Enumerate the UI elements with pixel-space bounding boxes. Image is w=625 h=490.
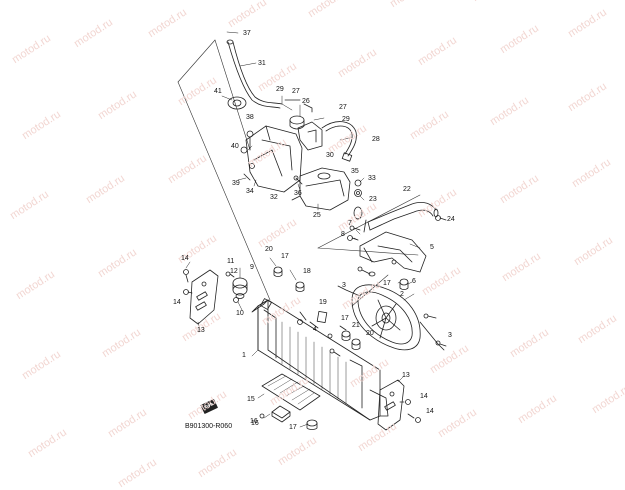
callout-label: 14 bbox=[173, 299, 181, 306]
callout-label: 1 bbox=[242, 352, 246, 359]
clips-10-11-12 bbox=[225, 271, 239, 303]
callout-label: 29 bbox=[276, 86, 284, 93]
bracket-30 bbox=[297, 121, 323, 151]
callout-label: 9 bbox=[250, 264, 254, 271]
radiator-side-cover-left-13 bbox=[189, 269, 219, 325]
callout-label: 20 bbox=[366, 330, 374, 337]
callout-label: 14 bbox=[420, 393, 428, 400]
lower-fasteners-16-17 bbox=[259, 405, 318, 430]
callout-label: 33 bbox=[368, 175, 376, 182]
callout-label: 13 bbox=[402, 372, 410, 379]
fan-shroud-bracket-5 bbox=[359, 231, 427, 273]
callout-label: 21 bbox=[352, 322, 360, 329]
callout-label: 16 bbox=[251, 420, 259, 427]
callout-label: 31 bbox=[258, 60, 266, 67]
radiator-cap-9 bbox=[232, 277, 248, 299]
callout-label: 10 bbox=[236, 310, 244, 317]
callout-label: 19 bbox=[319, 299, 327, 306]
callout-label: 39 bbox=[232, 180, 240, 187]
callout-label: 18 bbox=[303, 268, 311, 275]
grommet-41 bbox=[227, 96, 247, 110]
callout-label: 29 bbox=[342, 116, 350, 123]
cooling-fan-2 bbox=[337, 284, 445, 351]
callout-label: 2 bbox=[400, 291, 404, 298]
callout-label: 17 bbox=[281, 253, 289, 260]
callout-label: 26 bbox=[302, 98, 310, 105]
callout-label: 6 bbox=[412, 278, 416, 285]
reservoir-cover-32 bbox=[245, 125, 303, 193]
callout-label: 5 bbox=[430, 244, 434, 251]
radiator-side-cover-right-13 bbox=[377, 379, 405, 431]
breather-hose-28 bbox=[321, 121, 357, 162]
callout-label: 8 bbox=[341, 231, 345, 238]
callout-label: 3 bbox=[448, 332, 452, 339]
callout-label: 7 bbox=[348, 220, 352, 227]
callout-label: 20 bbox=[265, 246, 273, 253]
callout-label: 32 bbox=[270, 194, 278, 201]
diagram-code: B901300-R060 bbox=[185, 423, 233, 430]
callout-label: 11 bbox=[227, 258, 235, 265]
callout-label: 34 bbox=[246, 188, 254, 195]
callout-label: 36 bbox=[294, 190, 302, 197]
callout-label: 23 bbox=[369, 196, 377, 203]
leader-lines bbox=[185, 31, 421, 428]
reference-lines bbox=[177, 39, 421, 307]
callout-label: 24 bbox=[447, 216, 455, 223]
callout-label: 40 bbox=[231, 143, 239, 150]
overflow-hose-31 bbox=[226, 39, 283, 109]
callout-label: 3 bbox=[342, 282, 346, 289]
radiator-1 bbox=[251, 298, 389, 421]
coolant-reservoir-25 bbox=[291, 167, 351, 211]
callout-label: 37 bbox=[243, 30, 251, 37]
radiator-grille-15 bbox=[261, 373, 321, 411]
callout-label: 27 bbox=[339, 104, 347, 111]
callout-label: 30 bbox=[326, 152, 334, 159]
callout-label: 22 bbox=[403, 186, 411, 193]
mid-grommets bbox=[273, 266, 361, 357]
hose-clamp-23 bbox=[353, 206, 363, 220]
fan-bolts-3 bbox=[357, 266, 447, 347]
bolts-14-left bbox=[183, 269, 193, 295]
callout-label: 27 bbox=[292, 88, 300, 95]
small-fasteners bbox=[240, 130, 362, 197]
bolt-24 bbox=[435, 215, 447, 221]
bolts-7-8 bbox=[347, 225, 361, 241]
bolts-14-right bbox=[399, 399, 421, 423]
callout-label: 41 bbox=[214, 88, 222, 95]
callout-label: 13 bbox=[197, 327, 205, 334]
callout-label: 17 bbox=[383, 280, 391, 287]
callout-label: 38 bbox=[246, 114, 254, 121]
callout-label: 16 bbox=[250, 418, 258, 425]
callout-label: 14 bbox=[426, 408, 434, 415]
callout-label: 14 bbox=[181, 255, 189, 262]
radiator-hose-22 bbox=[363, 202, 439, 233]
callout-label: 28 bbox=[372, 136, 380, 143]
callout-label: 25 bbox=[313, 212, 321, 219]
callout-label: 17 bbox=[341, 315, 349, 322]
callout-label: 15 bbox=[247, 396, 255, 403]
callout-label: 12 bbox=[230, 268, 238, 275]
callout-label: 17 bbox=[289, 424, 297, 431]
fwd-arrow bbox=[200, 399, 218, 414]
callout-label: 4 bbox=[313, 326, 317, 333]
radiator-assembly-drawing bbox=[177, 31, 447, 431]
reservoir-cap-26 bbox=[284, 99, 313, 130]
callout-label: 35 bbox=[351, 168, 359, 175]
